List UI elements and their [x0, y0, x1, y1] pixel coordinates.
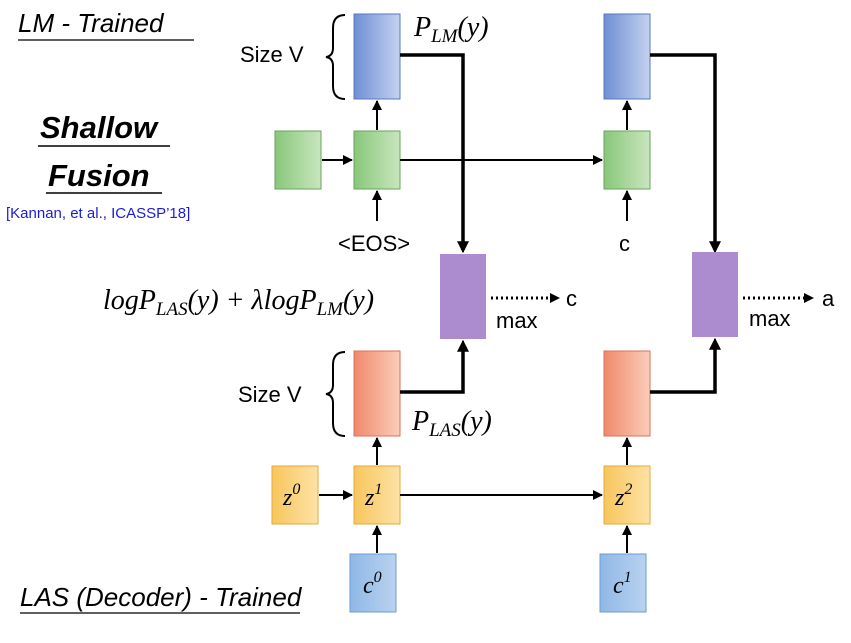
las-output-box-1 — [353, 350, 401, 437]
lm-trained-title: LM - Trained — [18, 8, 165, 38]
c0-box — [349, 553, 397, 613]
lm-output-box-1 — [353, 13, 401, 100]
c1-label: c1 — [613, 569, 632, 599]
c1-box — [599, 553, 647, 613]
las2-to-fusion2-line — [650, 348, 717, 394]
z1-label: z1 — [364, 481, 382, 511]
size-v-label-bottom: Size V — [238, 382, 302, 407]
fusion-box-2 — [692, 252, 738, 337]
z0-label: z0 — [282, 481, 300, 511]
output-token-2: a — [822, 286, 835, 311]
max-label-2: max — [749, 306, 791, 331]
las-output-box-2 — [603, 350, 651, 437]
eos-input-label: <EOS> — [338, 231, 410, 256]
citation: [Kannan, et al., ICASSP’18] — [6, 205, 190, 222]
lm-initial-state-box — [274, 130, 322, 190]
max-label-1: max — [496, 308, 538, 333]
c-input-label: c — [619, 231, 630, 256]
fusion-formula: logPLAS(y) + λlogPLM(y) — [103, 285, 374, 320]
size-v-label-top: Size V — [240, 42, 304, 67]
max-arrowhead-1 — [550, 293, 560, 303]
c0-label: c0 — [363, 569, 382, 599]
lm-output-box-2 — [603, 13, 651, 100]
method-name-line2: Fusion — [48, 158, 150, 193]
z1-box — [353, 465, 401, 525]
size-v-brace-bottom — [325, 351, 346, 437]
z2-label: z2 — [614, 481, 632, 511]
lm-hidden-box-1 — [353, 130, 401, 190]
max-arrowhead-2 — [804, 293, 814, 303]
lm-hidden-box-2 — [603, 130, 651, 190]
fusion-box-1 — [440, 254, 486, 339]
las-trained-title: LAS (Decoder) - Trained — [20, 582, 303, 612]
method-name-line1: Shallow — [40, 110, 159, 145]
z0-box — [271, 465, 319, 525]
z2-box — [603, 465, 651, 525]
output-token-1: c — [566, 286, 577, 311]
size-v-brace-top — [325, 14, 346, 100]
p-las-label: PLAS(y) — [411, 406, 492, 441]
lm1-to-fusion1-line — [400, 53, 465, 250]
lm2-to-fusion2-line — [650, 53, 717, 250]
las1-to-fusion1-line — [400, 350, 465, 394]
p-lm-label: PLM(y) — [413, 12, 489, 47]
